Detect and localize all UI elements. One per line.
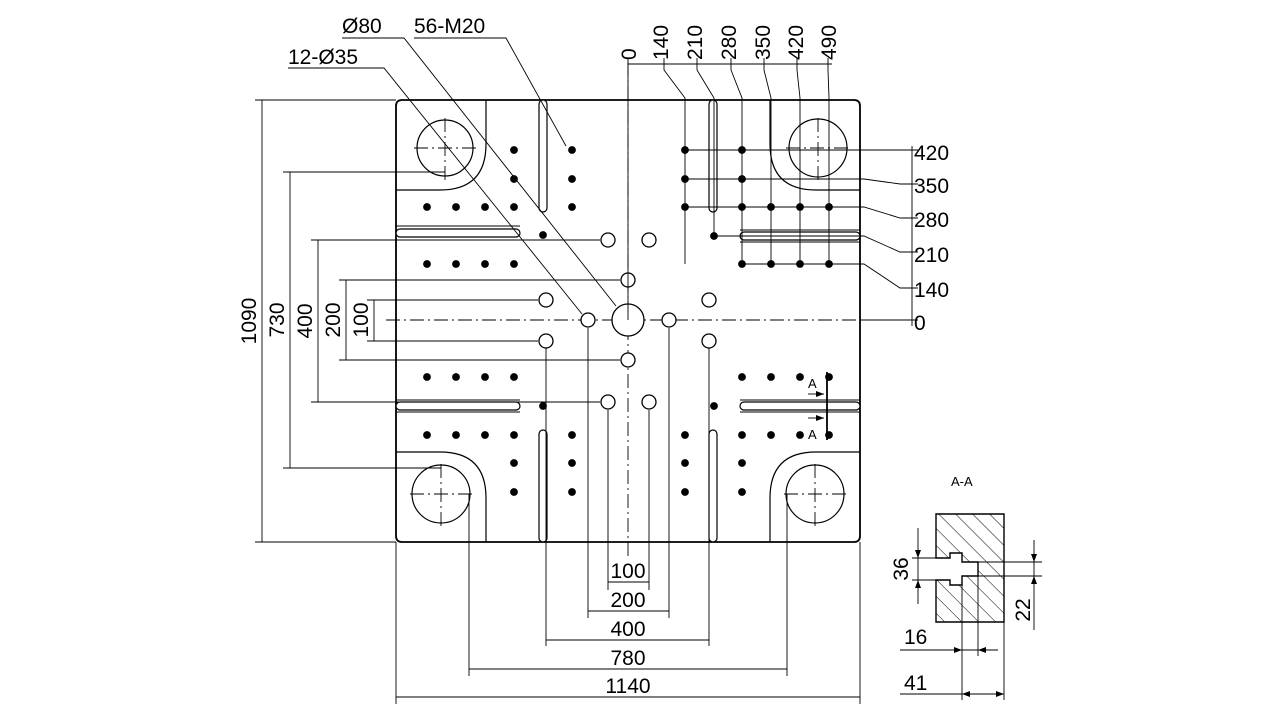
t-slot-bottom-left xyxy=(538,429,548,543)
t-slot-bottom-right xyxy=(708,429,718,543)
bottom-dimensions xyxy=(395,328,861,704)
t-slot-top-left xyxy=(538,99,548,213)
right-ruler-label: 280 xyxy=(914,209,949,232)
section-view xyxy=(900,513,1042,700)
section-marker-bottom: A xyxy=(808,427,817,442)
t-slots xyxy=(395,99,861,543)
left-dim-label: 200 xyxy=(322,302,345,337)
top-ruler-label: 420 xyxy=(785,25,808,60)
platen-outline xyxy=(395,99,861,543)
right-ruler-labels: 420 350 280 210 140 0 xyxy=(914,142,949,335)
section-cut-marker xyxy=(808,372,828,440)
right-ruler-label: 350 xyxy=(914,175,949,198)
left-dim-label: 730 xyxy=(266,302,289,337)
t-slot-right-lower xyxy=(739,401,861,411)
top-ruler-label: 490 xyxy=(818,25,841,60)
top-ruler-label: 280 xyxy=(718,25,741,60)
t-slot-left-lower xyxy=(395,401,521,411)
right-ruler-label: 0 xyxy=(914,312,926,335)
section-dim-22: 22 xyxy=(1012,598,1035,621)
right-ruler-label: 210 xyxy=(914,244,949,267)
left-dim-label: 100 xyxy=(350,302,373,337)
callout-leaders xyxy=(288,37,617,315)
section-dim-16: 16 xyxy=(904,626,927,649)
top-ruler-label: 350 xyxy=(752,25,775,60)
left-dimensions xyxy=(255,99,620,543)
section-dim-41: 41 xyxy=(904,672,927,695)
right-ruler xyxy=(685,146,918,326)
bottom-dim-label: 400 xyxy=(610,618,645,641)
section-dim-36: 36 xyxy=(890,557,913,580)
top-ruler-label: 210 xyxy=(684,25,707,60)
bottom-dim-label: 1140 xyxy=(605,675,650,698)
left-dim-label: 400 xyxy=(294,303,317,338)
left-dim-label: 1090 xyxy=(238,298,261,345)
top-ruler-labels: 0 140 210 280 350 420 490 xyxy=(618,25,841,60)
bottom-dim-label: 780 xyxy=(610,647,645,670)
bottom-dim-label: 100 xyxy=(610,560,645,583)
callout-center-hole: Ø80 xyxy=(342,15,382,38)
bottom-dim-label: 200 xyxy=(610,589,645,612)
t-slot-top-right xyxy=(708,99,718,213)
callout-tie-bar-holes: 12-Ø35 xyxy=(288,46,358,69)
left-dimension-labels: 1090 730 400 200 100 xyxy=(238,298,373,345)
section-marker-top: A xyxy=(808,376,817,391)
top-ruler-label: 0 xyxy=(618,48,641,60)
callout-tapped-holes: 56-M20 xyxy=(414,15,485,38)
top-ruler-label: 140 xyxy=(650,25,673,60)
right-ruler-label: 140 xyxy=(914,279,949,302)
bottom-dimension-labels: 100 200 400 780 1140 xyxy=(605,560,650,698)
top-ruler xyxy=(627,58,832,320)
tie-bar-holes xyxy=(411,118,848,524)
right-ruler-label: 420 xyxy=(914,142,949,165)
t-slot-left-upper xyxy=(395,228,521,238)
locating-holes xyxy=(538,232,717,410)
section-title: A-A xyxy=(951,474,973,489)
